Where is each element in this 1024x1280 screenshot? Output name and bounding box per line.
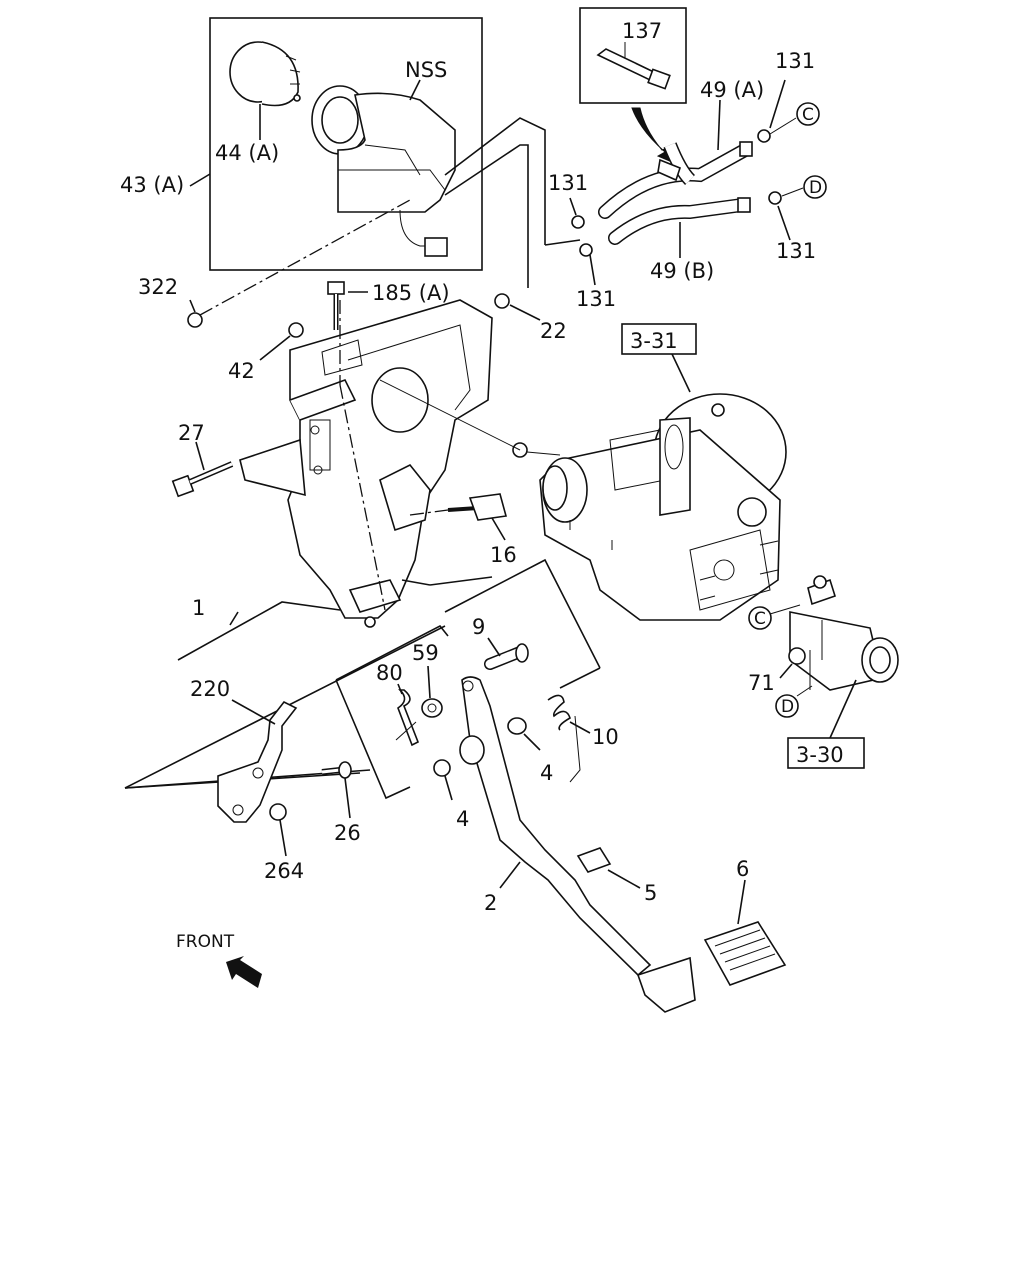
connector-c-marker (796, 102, 820, 126)
label-5: 5 (644, 881, 657, 905)
label-264: 264 (264, 859, 304, 883)
label-27: 27 (178, 421, 205, 445)
label-42: 42 (228, 359, 255, 383)
label-131-mid: 131 (548, 171, 588, 195)
label-59: 59 (412, 641, 439, 665)
label-1: 1 (192, 596, 205, 620)
clip-137-box (579, 7, 687, 104)
label-nss: NSS (405, 58, 447, 82)
label-43a: 43 (A) (120, 173, 184, 197)
label-44a: 44 (A) (215, 141, 279, 165)
reservoir-cap (229, 41, 301, 107)
clip-80 (395, 689, 420, 747)
clutch-booster (512, 393, 787, 621)
nut-22 (494, 293, 510, 309)
nut-322 (187, 312, 203, 328)
label-49a: 49 (A) (700, 78, 764, 102)
pedal-arm-2 (459, 676, 696, 1013)
cable-tie (596, 48, 671, 90)
bushing-4-lower (433, 759, 451, 777)
reservoir-tank (311, 85, 456, 257)
label-220: 220 (190, 677, 230, 701)
bolt-26 (321, 761, 352, 779)
label-d-top: D (809, 178, 822, 198)
bolt-27 (171, 461, 234, 498)
pointer-arrow (631, 107, 673, 163)
label-22: 22 (540, 319, 567, 343)
label-131-top: 131 (775, 49, 815, 73)
connector-d-marker-low (775, 694, 799, 718)
label-26: 26 (334, 821, 361, 845)
hose-49a (598, 141, 753, 219)
bracket-220 (217, 700, 298, 823)
label-49b: 49 (B) (650, 259, 714, 283)
label-131-low: 131 (576, 287, 616, 311)
connector-d-marker (803, 175, 827, 199)
label-3-30: 3-30 (796, 743, 844, 767)
switch-16 (447, 493, 508, 521)
connector-c-marker-low (748, 606, 772, 630)
pedal-pad-6 (703, 921, 787, 986)
label-2: 2 (484, 891, 497, 915)
reservoir-group-box (209, 17, 483, 271)
ref-box-3-31[interactable] (621, 323, 697, 355)
label-c-low: C (754, 609, 766, 629)
label-3-31: 3-31 (630, 329, 678, 353)
label-4-lower: 4 (456, 807, 469, 831)
bushing-4-upper (507, 717, 527, 735)
label-131-right: 131 (776, 239, 816, 263)
nut-42 (288, 322, 304, 338)
pedal-bracket (239, 299, 493, 628)
hose-clamps (571, 129, 782, 257)
nut-264 (269, 803, 287, 821)
pin-9 (484, 643, 529, 670)
label-137: 137 (622, 19, 662, 43)
label-c-top: C (802, 105, 814, 125)
label-6: 6 (736, 857, 749, 881)
label-16: 16 (490, 543, 517, 567)
front-arrow-icon (226, 956, 262, 988)
stopper-5 (576, 847, 612, 873)
label-front: FRONT (176, 932, 235, 952)
washer-59 (421, 698, 443, 718)
label-4-upper: 4 (540, 761, 553, 785)
label-d-low: D (781, 697, 794, 717)
label-322: 322 (138, 275, 178, 299)
label-10: 10 (592, 725, 619, 749)
bolt-185a (327, 281, 345, 330)
hose-fitting (788, 575, 899, 691)
spring-10 (547, 694, 571, 731)
hose-49b (608, 197, 751, 245)
label-80: 80 (376, 661, 403, 685)
label-9: 9 (472, 615, 485, 639)
label-71: 71 (748, 671, 775, 695)
ref-box-3-30[interactable] (787, 737, 865, 769)
label-185a: 185 (A) (372, 281, 450, 305)
